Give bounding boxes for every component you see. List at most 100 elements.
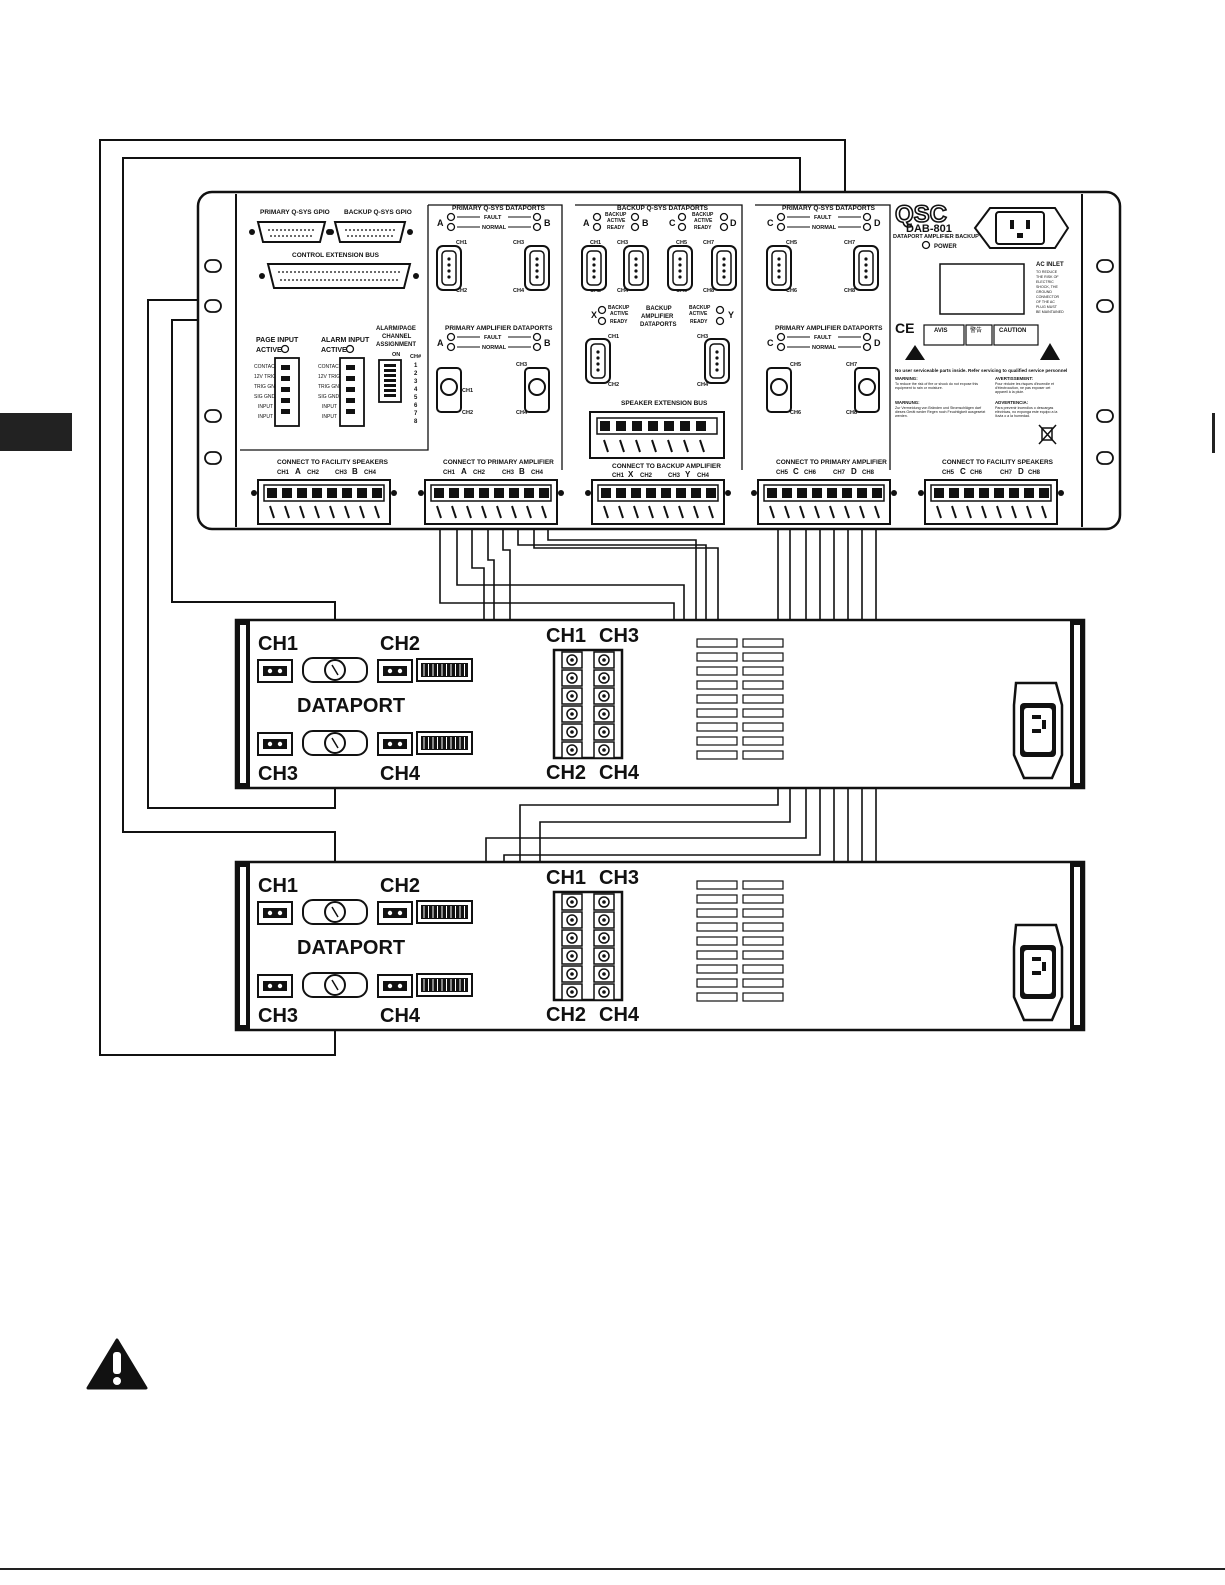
power-label: POWER [934,244,957,250]
amp2-dataport-1[interactable] [302,899,368,925]
qsys-dataport-d[interactable] [853,245,879,291]
backup-amp-dp-2: AMPLIFIER [641,314,674,320]
primary-gpio-port[interactable] [256,221,327,243]
ch5-label-c: CH5 [786,240,797,246]
amp-dataport-c[interactable] [766,367,792,413]
ba-ch3: CH3 [668,473,681,479]
primary-amp-block-1[interactable] [418,479,564,525]
fs2-ch6: CH6 [970,470,983,476]
facility-speakers-label-2: CONNECT TO FACILITY SPEAKERS [942,459,1054,466]
amp-dataport-b[interactable] [524,367,550,413]
fs1-b: B [352,467,358,476]
letter-b: B [544,218,551,228]
page-pin-2: 12V TRIG [254,374,276,380]
primary-gpio-label: PRIMARY Q-SYS GPIO [260,209,330,216]
assign-num-3: 3 [414,379,418,385]
letter-d: D [874,218,881,228]
warn-heading: No user serviceable parts inside. Refer … [895,368,1067,373]
primary-amp-label-2: CONNECT TO PRIMARY AMPLIFIER [776,459,887,466]
amp2-aux-connector-1[interactable] [416,900,473,924]
alarm-active-label: ACTIVE [321,347,347,354]
backup-qsys-dataport-ab2[interactable] [623,245,649,291]
unit-ac-inlet[interactable] [973,207,1070,249]
pa1-a: A [461,467,467,476]
backup-qsys-dataport-cd2[interactable] [711,245,737,291]
qsys-dataport-b[interactable] [524,245,550,291]
amp1-ch4-input-connector[interactable] [377,732,413,756]
fault-label-c2: FAULT [814,335,832,341]
amp1-dataport-2[interactable] [302,730,368,756]
ba-ch2: CH2 [640,473,653,479]
alarm-pin-2: 12V TRIG [318,374,340,380]
amp2-dataport-2[interactable] [302,972,368,998]
amp-ch1-label: CH1 [462,388,473,394]
ch1-label-a: CH1 [456,240,467,246]
backup-qsys-dataport-cd1[interactable] [667,245,693,291]
ac-line-7: OF THE AC [1036,300,1055,304]
letter-y: Y [728,310,734,320]
amp1-term-ch4: CH4 [599,762,640,784]
ac-line-4: SHOCK, THE [1036,285,1059,289]
amp-dataport-d[interactable] [854,367,880,413]
amp1-aux-connector-2[interactable] [416,731,473,755]
pa2-ch7: CH7 [833,470,846,476]
qsys-dataport-a[interactable] [436,245,462,291]
control-extension-port[interactable] [266,263,412,289]
letter-a2: A [437,338,444,348]
backup-qsys-dataport-ab1[interactable] [581,245,607,291]
facility-speakers-block-2[interactable] [918,479,1064,525]
backup-active-cd-1: BACKUP [692,212,714,218]
amp1-speaker-terminal-strip[interactable] [552,648,624,760]
primary-amp-block-2[interactable] [751,479,897,525]
amp1-ch3-label: CH3 [258,763,298,785]
fs1-ch2: CH2 [307,470,320,476]
amp1-aux-connector-1[interactable] [416,658,473,682]
avert-label: AVERTISSEMENT: [995,376,1034,381]
amp2-ch3-input-connector[interactable] [257,974,293,998]
dab-801-unit: PRIMARY Q-SYS GPIO BACKUP Q-SYS GPIO CON… [196,190,1122,531]
amp1-label-boxes [696,638,784,760]
amp2-ch2-input-connector[interactable] [377,901,413,925]
amp2-ch1-input-connector[interactable] [257,901,293,925]
fs2-ch8: CH8 [1028,470,1041,476]
bkamp-ch1: CH1 [608,334,619,340]
pa2-ch5: CH5 [776,470,789,476]
facility-speakers-block-1[interactable] [251,479,397,525]
ch4-label-a: CH4 [513,288,525,294]
amp2-aux-connector-2[interactable] [416,973,473,997]
amp1-term-ch3: CH3 [599,625,639,647]
amp1-ch3-input-connector[interactable] [257,732,293,756]
alarm-pin-5: INPUT [322,404,337,410]
amp1-ac-inlet[interactable] [1012,681,1064,780]
backup-gpio-port[interactable] [333,221,407,243]
qsys-dataport-c[interactable] [766,245,792,291]
amp-dataport-a[interactable] [436,367,462,413]
pa1-ch2: CH2 [473,470,486,476]
amp1-dataport-1[interactable] [302,657,368,683]
backup-amp-dataport-x[interactable] [585,338,611,384]
bkamp-ch2: CH2 [608,382,619,388]
amp1-ch1-input-connector[interactable] [257,659,293,683]
amp2-speaker-terminal-strip[interactable] [552,890,624,1002]
amp2-ch1-label: CH1 [258,875,298,897]
ba-y: Y [685,470,691,479]
amp1-dataport-label: DATAPORT [297,695,405,717]
amp2-ac-inlet[interactable] [1012,923,1064,1022]
backup-active-y-1: BACKUP [689,305,711,311]
ba-ch4: CH4 [697,473,710,479]
alarm-pin-3: TRIG GND [318,384,343,390]
amp-ch3-label: CH3 [516,362,527,368]
fs2-ch5: CH5 [942,470,955,476]
backup-amp-dataport-y[interactable] [704,338,730,384]
amp2-ch4-input-connector[interactable] [377,974,413,998]
amp1-ch2-input-connector[interactable] [377,659,413,683]
backup-amp-block[interactable] [585,479,731,525]
advert-label: ADVERTENCIA: [995,400,1029,405]
bkamp-ch3: CH3 [697,334,708,340]
fs2-d: D [1018,467,1024,476]
fault-label-c: FAULT [814,215,832,221]
bk-ch5: CH5 [676,240,687,246]
fs1-ch1: CH1 [277,470,290,476]
assign-num-8: 8 [414,419,418,425]
amp-ch2-label: CH2 [462,410,473,416]
